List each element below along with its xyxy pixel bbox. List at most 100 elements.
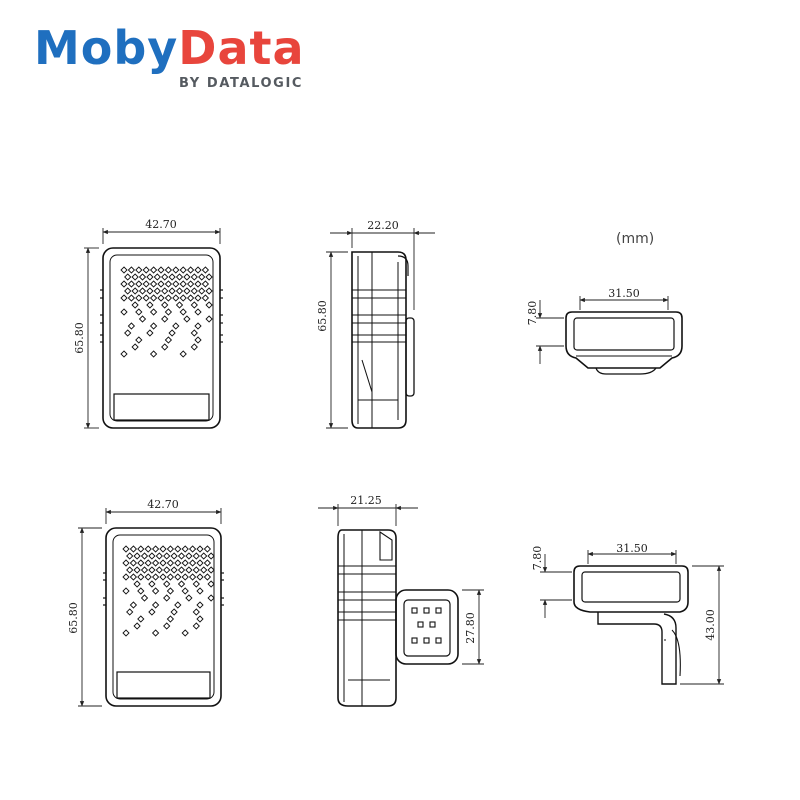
bottom-end-view (573, 565, 689, 685)
pattern-diamond (181, 545, 189, 553)
pattern-diamond (135, 308, 143, 316)
pattern-diamond (194, 308, 202, 316)
top-front-height-label: 65.80 (73, 322, 86, 354)
pattern-diamond (131, 301, 139, 309)
pattern-diamond (205, 273, 213, 281)
pattern-diamond (168, 273, 176, 281)
pattern-diamond (140, 594, 149, 602)
pattern-diamond (164, 336, 173, 344)
pattern-diamond (207, 580, 215, 588)
pattern-diamond (174, 559, 182, 567)
pattern-diamond (188, 573, 197, 581)
pattern-diamond (201, 280, 210, 288)
pattern-diamond (140, 566, 149, 574)
pattern-diamond (122, 545, 130, 553)
pattern-diamond (203, 559, 212, 567)
pattern-diamond (138, 287, 147, 295)
pattern-diamond (196, 587, 204, 595)
pattern-diamond (163, 594, 171, 602)
pattern-diamond (201, 266, 210, 274)
pattern-diamond (133, 622, 141, 630)
pattern-diamond (151, 587, 160, 595)
pattern-diamond (135, 336, 143, 344)
pattern-diamond (170, 552, 178, 560)
pattern-diamond (142, 266, 150, 274)
top-front-diamond-pattern (120, 266, 213, 358)
top-side-view (351, 251, 415, 429)
pattern-diamond (155, 566, 163, 574)
pattern-diamond (135, 266, 143, 274)
pattern-diamond (127, 266, 136, 274)
pattern-diamond (129, 601, 138, 609)
pattern-diamond (126, 566, 134, 574)
pattern-diamond (148, 566, 156, 574)
pattern-diamond (146, 301, 154, 309)
pattern-diamond (120, 280, 128, 288)
pattern-diamond (175, 287, 184, 295)
pattern-diamond (148, 608, 156, 616)
pattern-diamond (163, 622, 171, 630)
pattern-diamond (124, 287, 132, 295)
pattern-diamond (161, 287, 169, 295)
pattern-diamond (149, 266, 158, 274)
pattern-diamond (127, 280, 136, 288)
pattern-diamond (122, 587, 130, 595)
pattern-diamond (192, 552, 200, 560)
pattern-diamond (126, 608, 134, 616)
pattern-diamond (172, 266, 180, 274)
pattern-diamond (146, 273, 154, 281)
pattern-diamond (153, 287, 161, 295)
pattern-diamond (124, 329, 132, 337)
bottom-side-depth-label: 21.25 (350, 494, 382, 507)
pattern-diamond (161, 315, 169, 323)
pattern-diamond (177, 566, 186, 574)
top-front-width-dimension (102, 228, 221, 244)
pattern-diamond (183, 273, 191, 281)
bottom-side-depth-dimension (318, 504, 418, 526)
pattern-diamond (137, 587, 145, 595)
pattern-diamond (196, 573, 204, 581)
pattern-diamond (133, 566, 141, 574)
pattern-diamond (183, 315, 191, 323)
pattern-diamond (146, 287, 154, 295)
pattern-diamond (148, 580, 156, 588)
pattern-diamond (174, 545, 182, 553)
pattern-diamond (201, 294, 210, 302)
pattern-diamond (200, 552, 208, 560)
pattern-diamond (166, 545, 175, 553)
pattern-diamond (157, 280, 165, 288)
pattern-diamond (149, 308, 158, 316)
bottom-end-height-dimension (540, 554, 572, 618)
pattern-diamond (185, 566, 193, 574)
pattern-diamond (194, 322, 202, 330)
pattern-diamond (198, 273, 206, 281)
pattern-diamond (151, 559, 160, 567)
pattern-diamond (168, 287, 176, 295)
pattern-diamond (185, 552, 193, 560)
top-front-width-label: 42.70 (145, 218, 177, 231)
pattern-diamond (120, 308, 128, 316)
pattern-diamond (181, 629, 189, 637)
pattern-diamond (159, 559, 167, 567)
pattern-diamond (153, 273, 161, 281)
pattern-diamond (181, 587, 189, 595)
pattern-diamond (166, 573, 175, 581)
bottom-front-width-label: 42.70 (147, 498, 179, 511)
top-end-height-dimension (536, 300, 564, 364)
top-end-width-label: 31.50 (608, 287, 640, 300)
pattern-diamond (137, 559, 145, 567)
pattern-diamond (157, 294, 165, 302)
pattern-diamond (131, 287, 139, 295)
bottom-end-total-height-label: 43.00 (704, 609, 717, 641)
pattern-diamond (129, 559, 138, 567)
bottom-front-diamond-pattern (122, 545, 215, 637)
pattern-diamond (192, 566, 200, 574)
pattern-diamond (207, 594, 215, 602)
pattern-diamond (170, 608, 178, 616)
logo-moby-text: Moby (34, 21, 179, 75)
top-end-view (565, 311, 683, 375)
pattern-diamond (175, 301, 184, 309)
bottom-end-height-label: 7.80 (531, 546, 544, 571)
pattern-diamond (192, 622, 200, 630)
pattern-diamond (188, 559, 197, 567)
